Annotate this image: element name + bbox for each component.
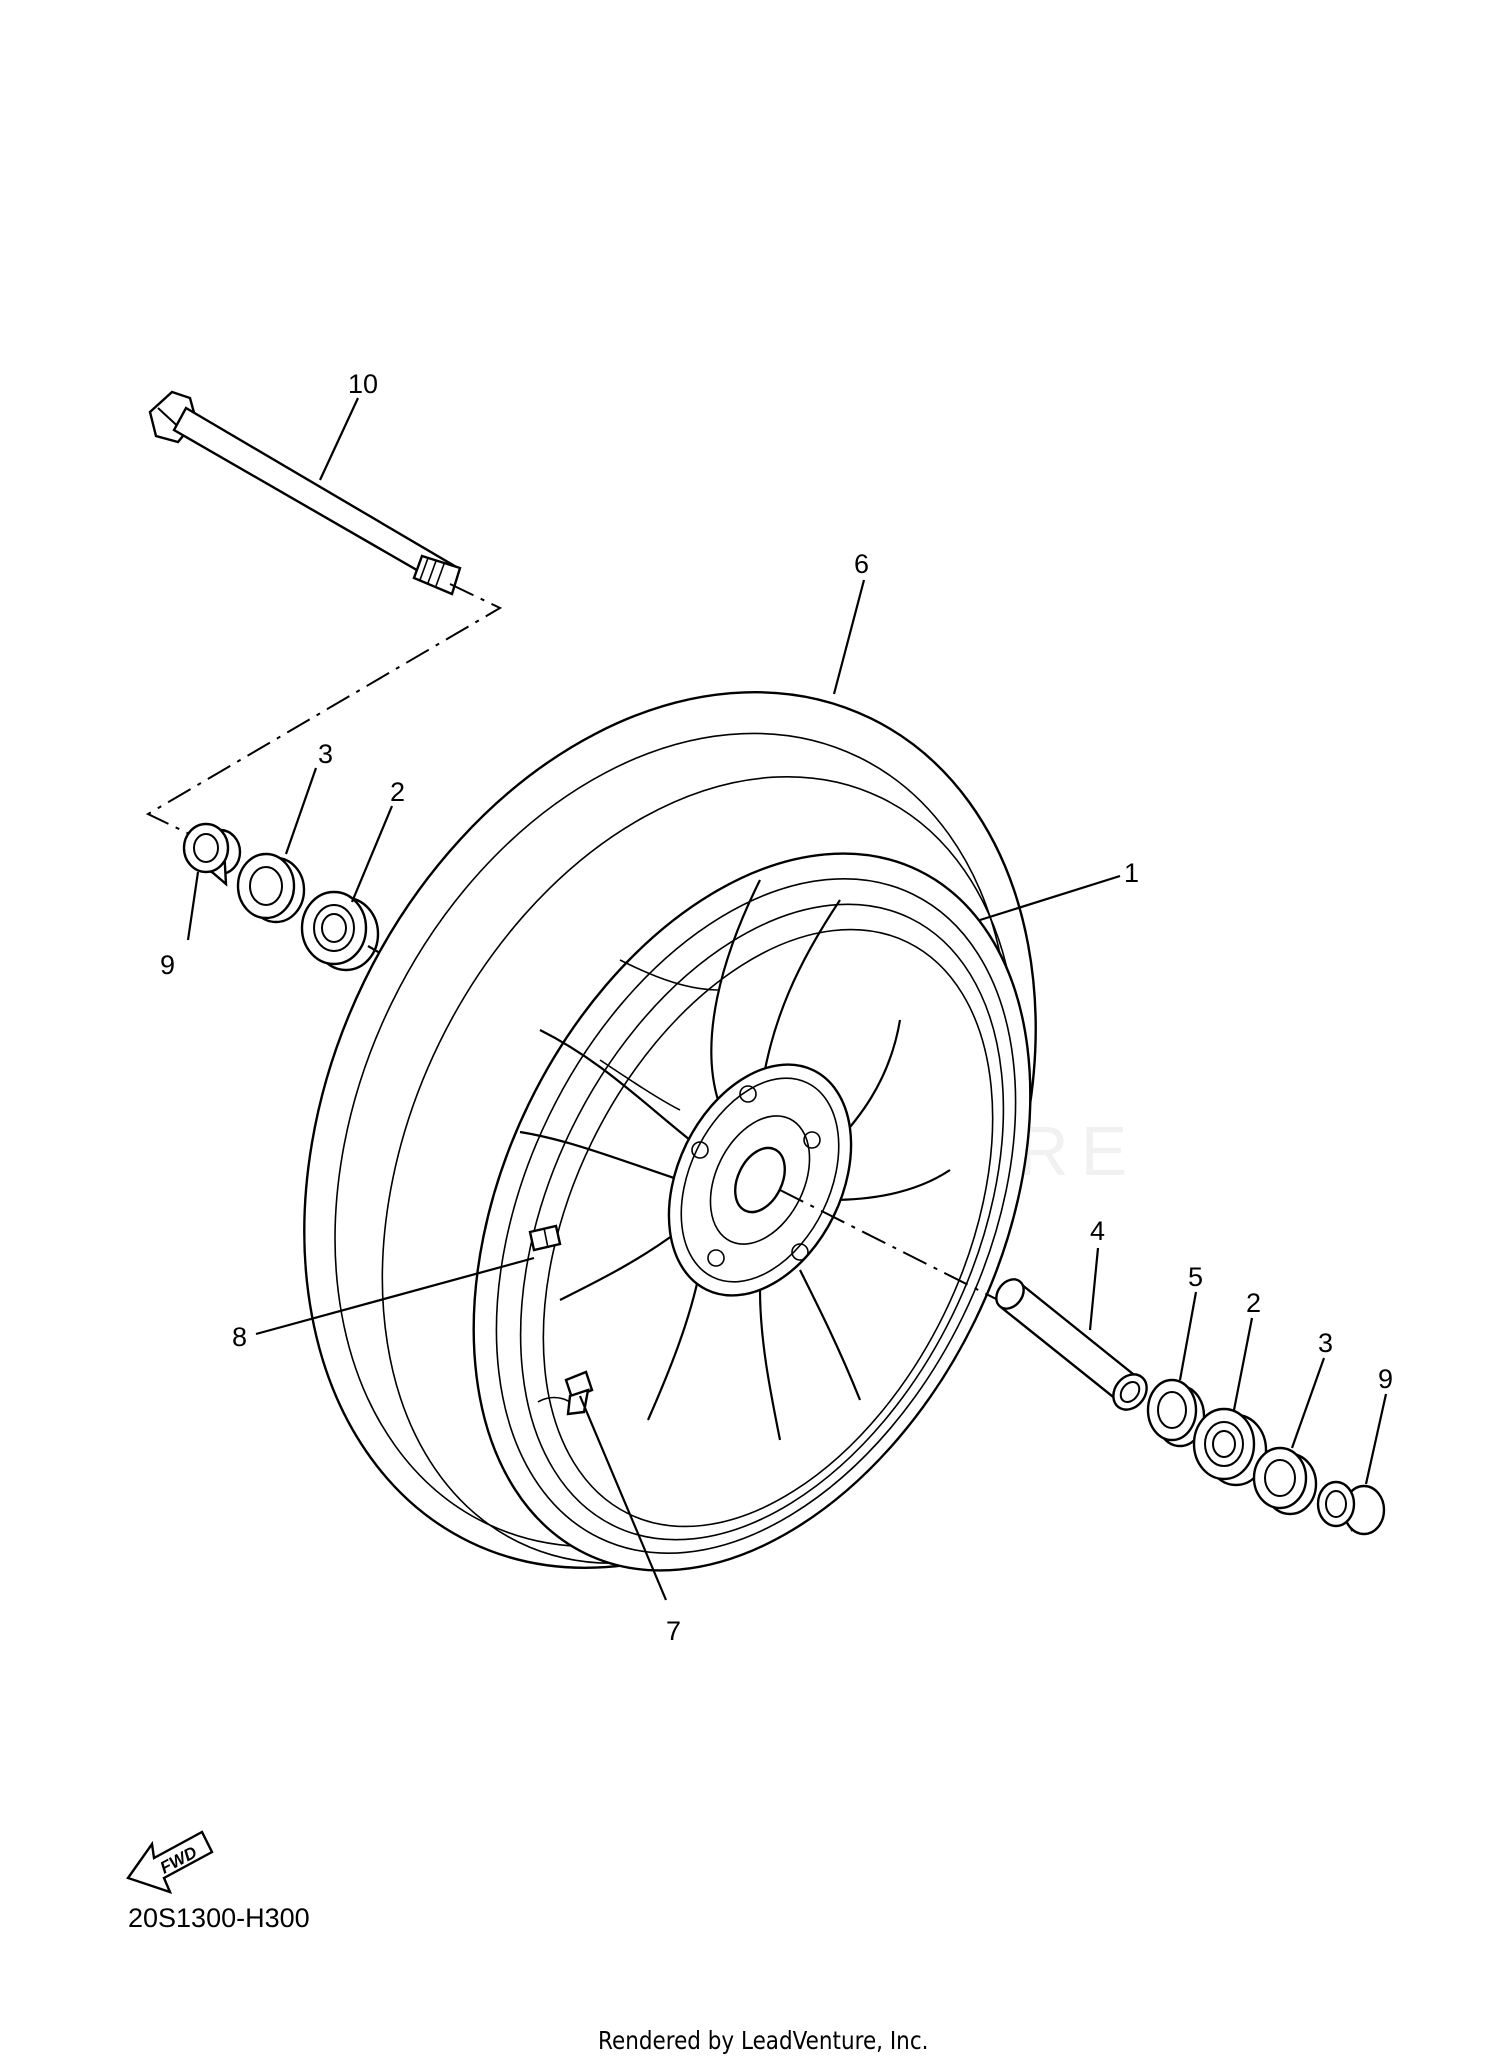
bearing-part-2-right[interactable] <box>1192 1407 1268 1487</box>
callout-7[interactable]: 7 <box>666 1616 681 1646</box>
callout-2-right[interactable]: 2 <box>1246 1288 1261 1318</box>
callout-1[interactable]: 1 <box>1124 858 1139 888</box>
callout-9-right[interactable]: 9 <box>1378 1364 1393 1394</box>
callout-4[interactable]: 4 <box>1090 1216 1105 1246</box>
callout-8[interactable]: 8 <box>232 1322 247 1352</box>
render-credit: Rendered by LeadVenture, Inc. <box>598 2026 929 2055</box>
diagram-code: 20S1300-H300 <box>128 1903 310 1933</box>
callout-9-left[interactable]: 9 <box>160 950 175 980</box>
bearing-part-2-left[interactable] <box>300 890 380 972</box>
spacer-part-5[interactable] <box>1146 1378 1206 1448</box>
callout-6[interactable]: 6 <box>854 549 869 579</box>
axle-center-line-right <box>779 1189 1011 1307</box>
valve-part-7[interactable] <box>537 1370 594 1416</box>
callout-5[interactable]: 5 <box>1188 1262 1203 1292</box>
collar-part-4[interactable] <box>991 1274 1154 1416</box>
callout-10[interactable]: 10 <box>348 369 378 399</box>
callout-3-right[interactable]: 3 <box>1318 1328 1333 1358</box>
balance-weight-part-8[interactable] <box>528 1224 562 1252</box>
callout-2-left[interactable]: 2 <box>390 777 405 807</box>
collar-part-9-left[interactable] <box>182 822 242 887</box>
oil-seal-part-3-right[interactable] <box>1252 1446 1318 1516</box>
fwd-arrow-icon: FWD <box>126 1830 214 1894</box>
wheel-hub <box>667 1063 853 1297</box>
callout-3-left[interactable]: 3 <box>318 739 333 769</box>
oil-seal-part-3-left[interactable] <box>236 852 306 924</box>
axle-part-10[interactable] <box>148 390 462 596</box>
axle-center-line-left <box>145 583 503 843</box>
callout-leaders <box>186 397 1388 1601</box>
collar-part-9-right[interactable] <box>1316 1480 1386 1536</box>
